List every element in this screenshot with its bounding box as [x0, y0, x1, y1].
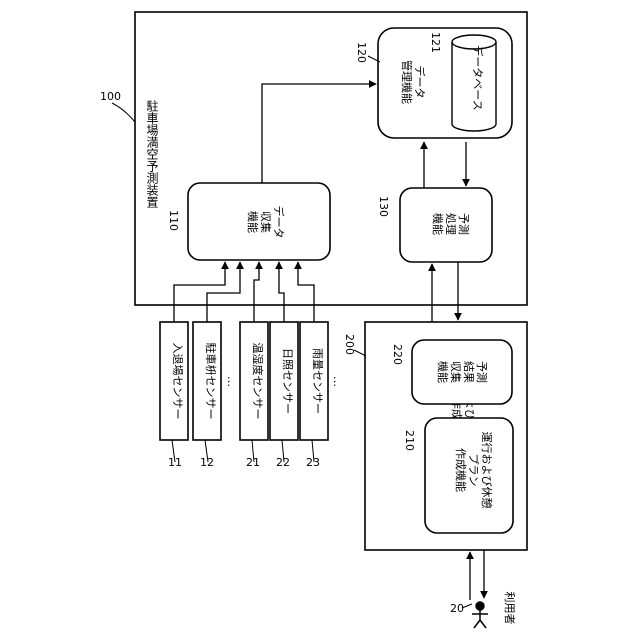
sensor-23: 雨量センサー 23: [300, 322, 328, 469]
ref-20: 20: [450, 602, 464, 615]
ref-110: 110: [167, 210, 180, 231]
ellipsis-1: …: [225, 376, 238, 387]
ref-200: 200: [343, 334, 356, 355]
svg-text:駐車枡センサー: 駐車枡センサー: [204, 343, 218, 420]
svg-text:雨量センサー: 雨量センサー: [311, 348, 324, 414]
svg-text:21: 21: [246, 456, 260, 469]
user-20: 利用者 20: [450, 592, 516, 629]
ref-210: 210: [403, 430, 416, 451]
svg-text:入退場センサー: 入退場センサー: [171, 343, 184, 420]
svg-text:22: 22: [276, 456, 290, 469]
ref-220: 220: [391, 344, 404, 365]
sensor-11: 入退場センサー 11: [160, 322, 188, 469]
leader-100: [112, 103, 135, 122]
ref-130: 130: [377, 196, 390, 217]
result-collect-220-label: 予測結果収集機能: [436, 361, 489, 383]
ellipsis-2: …: [331, 376, 344, 387]
ref-120: 120: [355, 42, 368, 63]
user-label: 利用者: [503, 592, 516, 625]
prediction-130: 予測処理機能 130: [377, 188, 492, 262]
database-121-cylinder: データベース: [452, 35, 496, 131]
svg-text:日照センサー: 日照センサー: [281, 348, 294, 414]
ref-100: 100: [100, 90, 121, 103]
svg-text:23: 23: [306, 456, 320, 469]
plan-device-200: 運行および休憩プラン作成装置 200 予測結果収集機能 220 運行および休憩プ…: [343, 322, 527, 550]
sensor-12: 駐車枡センサー 12: [193, 322, 221, 469]
sensor-22: 日照センサー 22: [270, 322, 298, 469]
data-management-120: データ管理機能 120 データベース 121: [355, 28, 512, 138]
sensors: 入退場センサー 11 駐車枡センサー 12 … 温湿度センサー 21 日照センサ…: [160, 322, 344, 469]
user-person-icon: [472, 602, 488, 628]
database-121-label: データベース: [471, 45, 485, 110]
data-collection-110: データ収集機能 110: [167, 183, 330, 260]
db-mgmt-120-label: データ管理機能: [400, 60, 427, 104]
sensor-21: 温湿度センサー 21: [240, 322, 268, 469]
svg-text:温湿度センサー: 温湿度センサー: [251, 343, 265, 420]
ref-121: 121: [429, 32, 442, 53]
predict-130-label: 予測処理機能: [431, 213, 471, 235]
svg-text:11: 11: [168, 456, 182, 469]
device-100-title: 駐車場満空予測装置: [145, 99, 159, 208]
